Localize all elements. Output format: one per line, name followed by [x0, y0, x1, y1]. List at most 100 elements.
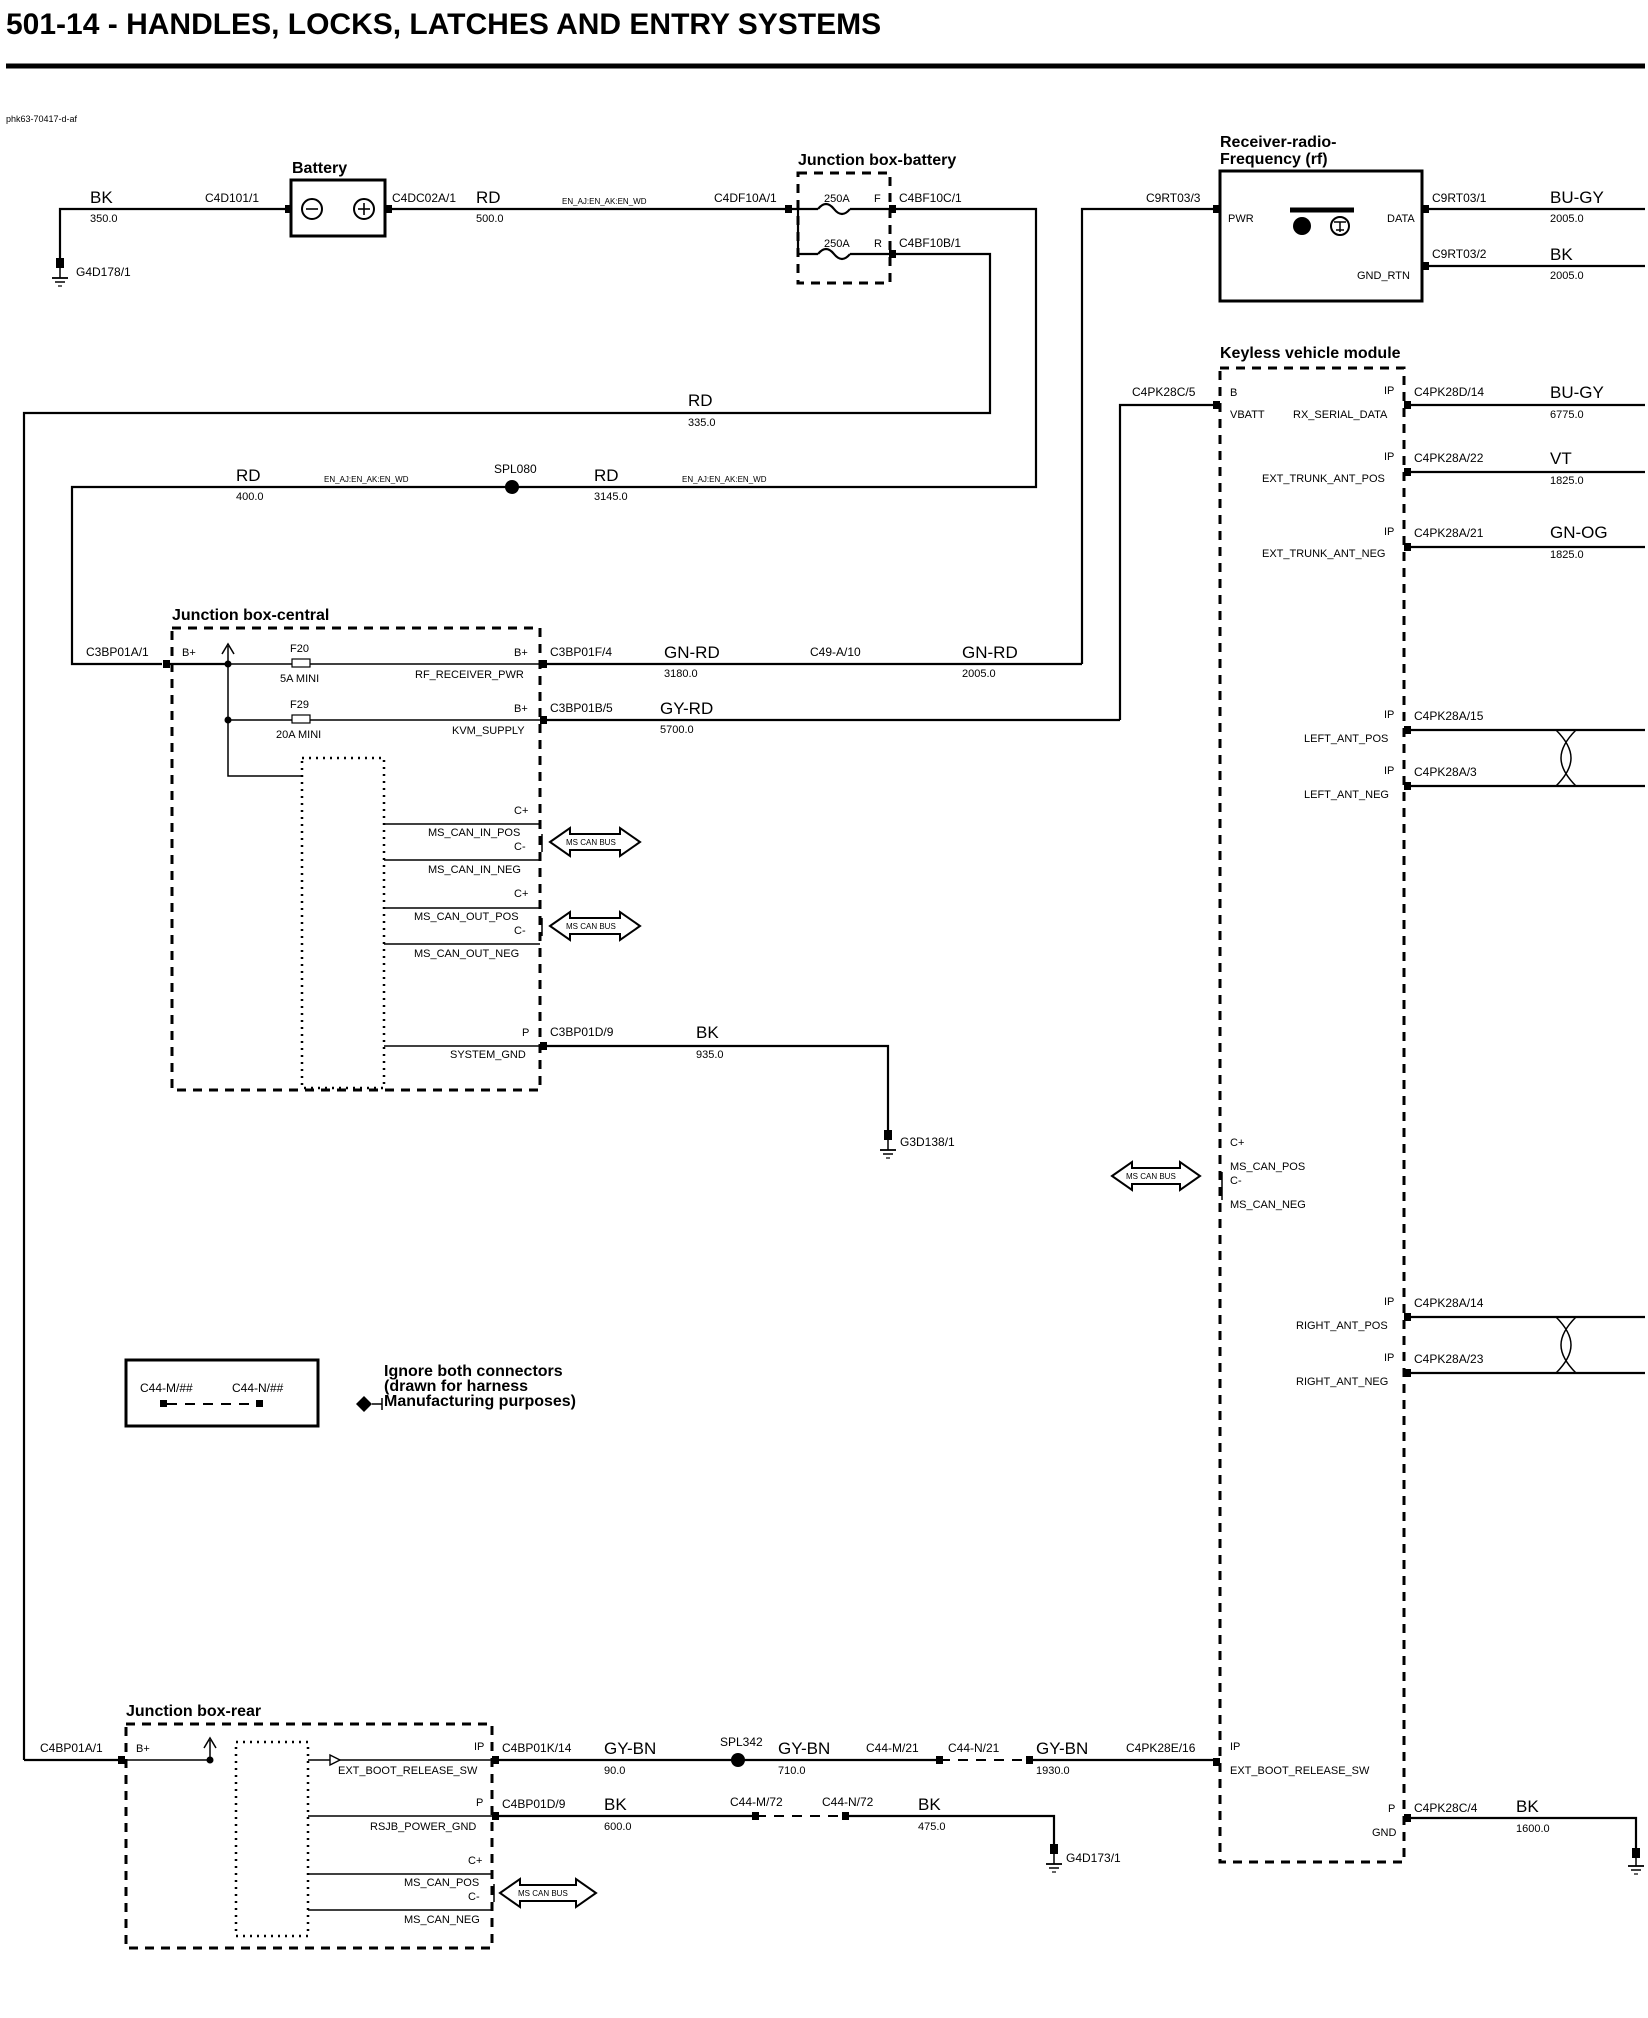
battery-label: Battery: [292, 160, 347, 177]
connector-label: C4BP01D/9: [502, 1797, 566, 1811]
pin-label: MS_CAN_POS: [404, 1877, 479, 1889]
connector-label: C3BP01F/4: [550, 645, 612, 659]
legend-connector-label: C44-M/##: [140, 1381, 193, 1395]
pin-label: C+: [514, 805, 528, 817]
pin-label: EXT_BOOT_RELEASE_SW: [1230, 1765, 1370, 1777]
pin-label: C-: [468, 1891, 480, 1903]
wire-note: EN_AJ:EN_AK:EN_WD: [562, 197, 647, 206]
wire-length-label: 3180.0: [664, 668, 698, 680]
connector-label: C4BP01A/1: [40, 1741, 103, 1755]
keyless-vehicle-module[interactable]: Keyless vehicle module: [1218, 345, 1406, 1864]
fuse-rating: 5A MINI: [280, 673, 319, 685]
connector-label: C4PK28A/15: [1414, 709, 1484, 723]
fuse-name: F20: [290, 643, 309, 655]
pin-label: MS_CAN_POS: [1230, 1161, 1305, 1173]
legend-connector-label: C44-N/##: [232, 1381, 284, 1395]
connector-label: C3BP01B/5: [550, 701, 613, 715]
junction-box-central[interactable]: Junction box-central: [170, 607, 542, 1092]
splice-spl080: [505, 480, 519, 494]
pin-label: PWR: [1228, 213, 1254, 225]
battery[interactable]: Battery: [289, 160, 387, 238]
wire-length-label: 335.0: [688, 417, 716, 429]
ground-symbol: [1046, 1844, 1062, 1873]
connector-label: C3BP01D/9: [550, 1025, 614, 1039]
wire-color-label: RD: [236, 466, 261, 485]
connector-label: C9RT03/2: [1432, 247, 1487, 261]
connector-label: C4PK28A/14: [1414, 1296, 1484, 1310]
splice-spl342: [731, 1753, 745, 1767]
ground-symbol: [880, 1130, 896, 1159]
wire-color-label: BK: [604, 1795, 627, 1814]
connector-label: C3BP01A/1: [86, 645, 149, 659]
pin-label: IP: [1230, 1741, 1240, 1753]
pin-label: C-: [514, 841, 526, 853]
connector-label: C4PK28D/14: [1414, 385, 1484, 399]
pin-label: B+: [514, 647, 528, 659]
pin-label: B+: [514, 703, 528, 715]
legend-note: (drawn for harness: [384, 1378, 528, 1395]
connector-label: C44-M/72: [730, 1795, 783, 1809]
pin-label: GND_RTN: [1357, 270, 1410, 282]
pin-label: IP: [1384, 765, 1394, 777]
connector-label: C4BP01K/14: [502, 1741, 572, 1755]
bus-label: MS CAN BUS: [1126, 1172, 1176, 1181]
pin-label: DATA: [1387, 213, 1415, 225]
wire-length-label: 2005.0: [1550, 213, 1584, 225]
pin-label: IP: [1384, 451, 1394, 463]
junction-box-central-label: Junction box-central: [172, 607, 329, 624]
wire-color-label: GY-BN: [604, 1739, 656, 1758]
connector-label: C4PK28C/4: [1414, 1801, 1478, 1815]
wire-color-label: GY-BN: [1036, 1739, 1088, 1758]
wire-color-label: BK: [918, 1795, 941, 1814]
connector-label: C4BF10B/1: [899, 236, 961, 250]
fuse-name: F29: [290, 699, 309, 711]
fuse-rating: 20A MINI: [276, 729, 321, 741]
ms-can-bus-arrow: [1110, 1160, 1202, 1192]
wire-length-label: 1600.0: [1516, 1823, 1550, 1835]
pin-label: EXT_TRUNK_ANT_POS: [1262, 473, 1385, 485]
junction-box-battery[interactable]: Junction box-battery: [796, 152, 956, 285]
pin-label: IP: [474, 1741, 484, 1753]
pin-label: P: [476, 1797, 483, 1809]
wire-length-label: 1930.0: [1036, 1765, 1070, 1777]
pin-label: RX_SERIAL_DATA: [1293, 409, 1388, 421]
connector-label: C4PK28A/3: [1414, 765, 1477, 779]
wire-color-label: GN-RD: [664, 643, 720, 662]
wire-note: EN_AJ:EN_AK:EN_WD: [682, 475, 767, 484]
wire-color-label: BU-GY: [1550, 188, 1604, 207]
pin-label: VBATT: [1230, 409, 1265, 421]
connector-label: C4DF10A/1: [714, 191, 777, 205]
wire-color-label: GN-RD: [962, 643, 1018, 662]
wire-length-label: 1825.0: [1550, 475, 1584, 487]
wire-length-label: 475.0: [918, 1821, 946, 1833]
wire-length-label: 710.0: [778, 1765, 806, 1777]
pin-label: P: [1388, 1803, 1395, 1815]
ground-label: G4D173/1: [1066, 1851, 1121, 1865]
connector-label: C9RT03/3: [1146, 191, 1201, 205]
wire-color-label: BK: [696, 1023, 719, 1042]
connector-label: C44-N/21: [948, 1741, 1000, 1755]
pin-label: IP: [1384, 709, 1394, 721]
wire-note: EN_AJ:EN_AK:EN_WD: [324, 475, 409, 484]
connector-label: C44-N/72: [822, 1795, 874, 1809]
legend-note: Ignore both connectors: [384, 1363, 563, 1380]
fuse-pin: F: [874, 193, 881, 205]
ground-symbol: [1628, 1848, 1644, 1875]
connector-label: C4PK28A/22: [1414, 451, 1484, 465]
splice-label: SPL080: [494, 462, 537, 476]
junction-box-rear[interactable]: Junction box-rear: [124, 1703, 494, 1950]
pin-label: MS_CAN_NEG: [404, 1914, 480, 1926]
pin-label: C-: [1230, 1175, 1242, 1187]
wire-length-label: 6775.0: [1550, 409, 1584, 421]
wire-length-label: 2005.0: [962, 668, 996, 680]
connector-label: C4PK28C/5: [1132, 385, 1196, 399]
pin-label: B+: [182, 647, 196, 659]
pin-label: B+: [136, 1743, 150, 1755]
pin-label: C+: [468, 1855, 482, 1867]
receiver-radio-frequency[interactable]: Receiver-radio- Frequency (rf): [1218, 134, 1424, 303]
pin-label: IP: [1384, 385, 1394, 397]
connector-label: C4BF10C/1: [899, 191, 962, 205]
pin-label: LEFT_ANT_NEG: [1304, 789, 1389, 801]
pin-label: EXT_BOOT_RELEASE_SW: [338, 1765, 478, 1777]
ground-label: G4D178/1: [76, 265, 131, 279]
